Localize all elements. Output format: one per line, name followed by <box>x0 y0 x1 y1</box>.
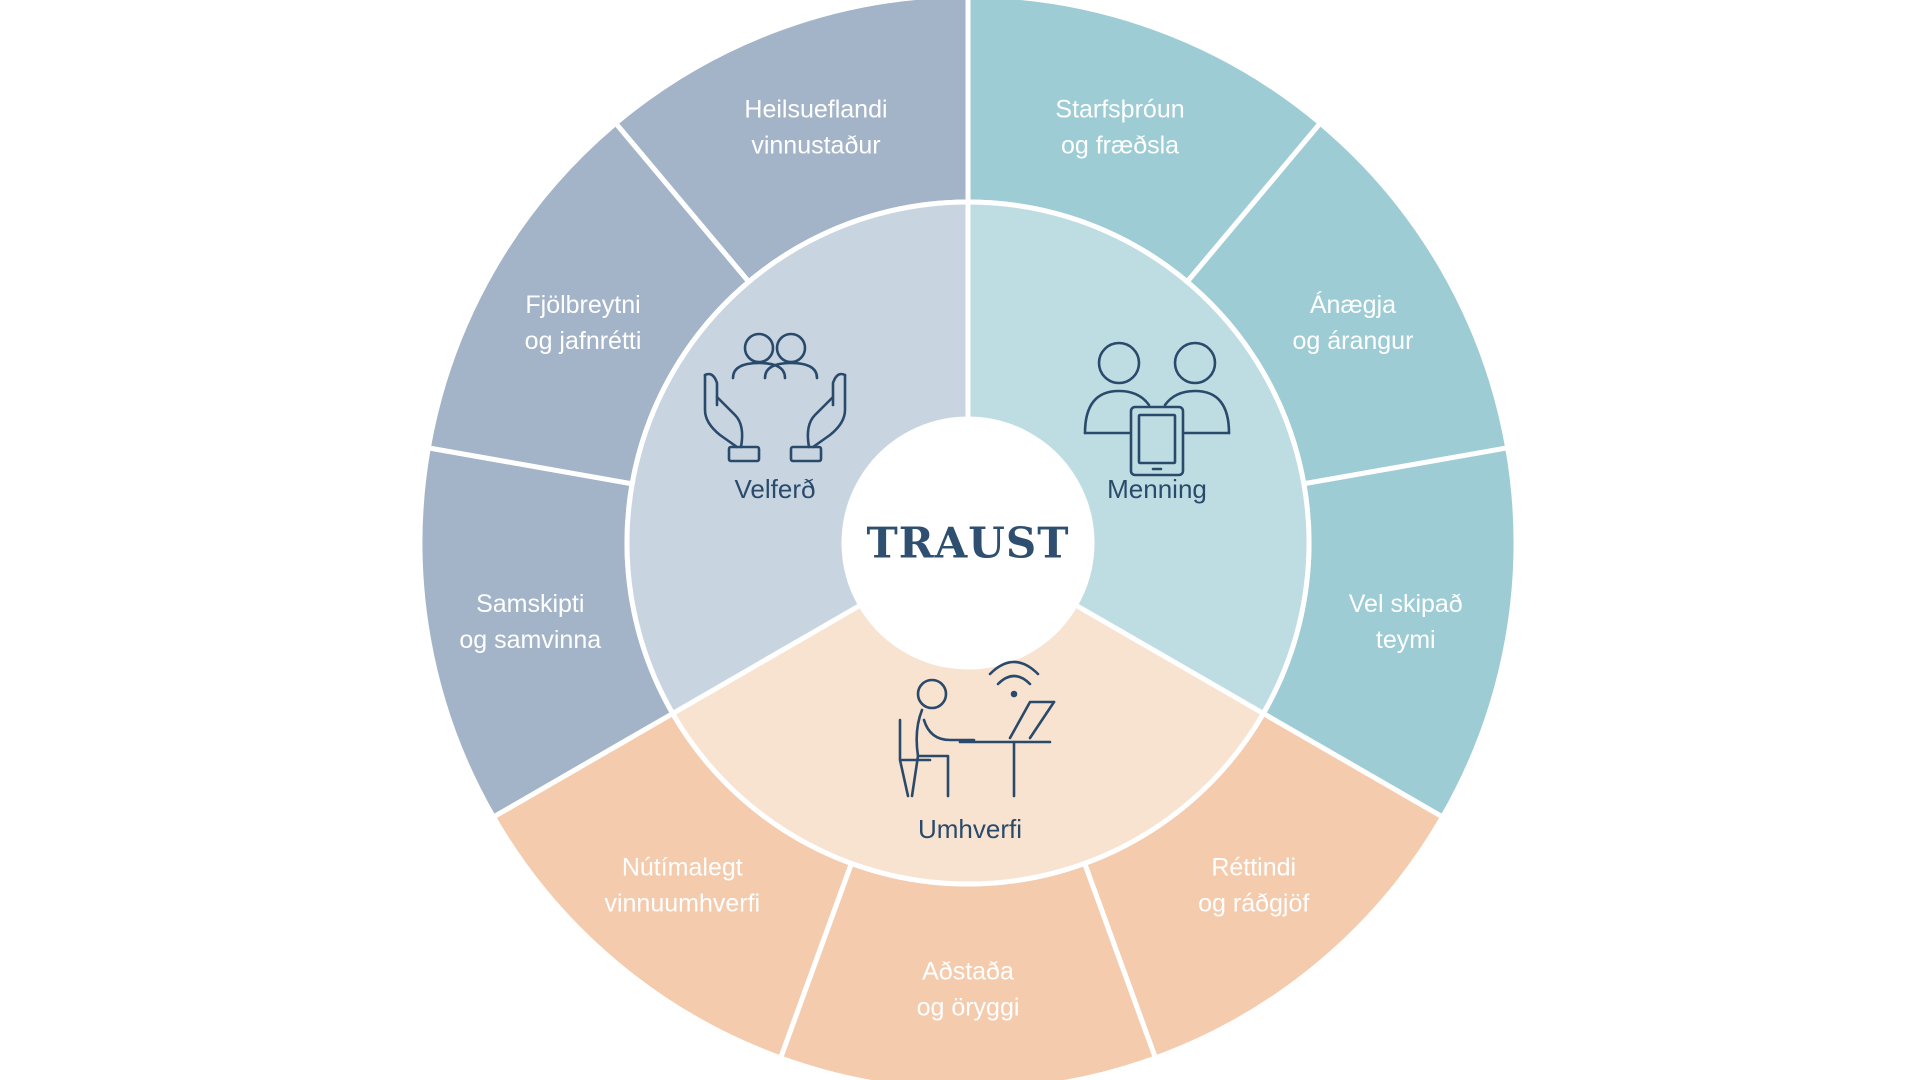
outer-segment-label-line: Starfsþróun <box>1055 95 1184 123</box>
outer-segment-label: Fjölbreytni og jafnrétti <box>525 291 642 355</box>
outer-segment-label-line: og samvinna <box>459 626 601 654</box>
caring-hands-people-icon <box>703 332 847 463</box>
outer-segment-label-line: Heilsueflandi <box>744 95 887 123</box>
outer-segment-label-line: og árangur <box>1292 327 1413 355</box>
outer-segment-label: Vel skipað teymi <box>1349 590 1463 654</box>
center-circle <box>844 419 1092 667</box>
person-at-desk-wifi-icon <box>898 660 1056 798</box>
outer-segment-label-line: og ráðgjöf <box>1198 890 1309 918</box>
outer-segment-label-line: Ánægja <box>1310 290 1396 319</box>
outer-segment-label-line: og fræðsla <box>1061 131 1179 159</box>
outer-segment-label-line: vinnustaður <box>751 131 880 159</box>
outer-segment-label: Heilsueflandi vinnustaður <box>744 95 887 159</box>
inner-segment-label-menning: Menning <box>1107 474 1207 504</box>
outer-segment-label: Réttindi og ráðgjöf <box>1198 854 1309 918</box>
outer-segment-label: Aðstaða og öryggi <box>917 958 1020 1022</box>
outer-segment-label-line: Samskipti <box>476 590 584 618</box>
outer-segment-label-line: og jafnrétti <box>525 327 642 355</box>
inner-segment-label-umhverfi: Umhverfi <box>918 814 1022 844</box>
outer-segment-label-line: Fjölbreytni <box>525 291 640 319</box>
outer-segment-label: Ánægja og árangur <box>1292 290 1413 355</box>
center-hub: TRAUST <box>844 419 1092 667</box>
outer-segment-label-line: Nútímalegt <box>622 854 743 882</box>
people-tablet-icon <box>1083 341 1231 477</box>
outer-segment-label-line: Réttindi <box>1211 854 1296 882</box>
outer-segment-label-line: Aðstaða <box>922 958 1014 986</box>
outer-segment-label-line: og öryggi <box>917 994 1020 1022</box>
outer-segment-label-line: vinnuumhverfi <box>604 890 760 918</box>
center-label: TRAUST <box>867 519 1070 568</box>
outer-segment-label: Nútímalegt vinnuumhverfi <box>604 854 760 918</box>
outer-segment-label-line: teymi <box>1376 626 1436 654</box>
inner-segment-label-velferd: Velferð <box>735 474 816 504</box>
outer-segment-label: Starfsþróun og fræðsla <box>1055 95 1184 159</box>
outer-segment-label: Samskipti og samvinna <box>459 590 601 654</box>
outer-segment-label-line: Vel skipað <box>1349 590 1463 618</box>
